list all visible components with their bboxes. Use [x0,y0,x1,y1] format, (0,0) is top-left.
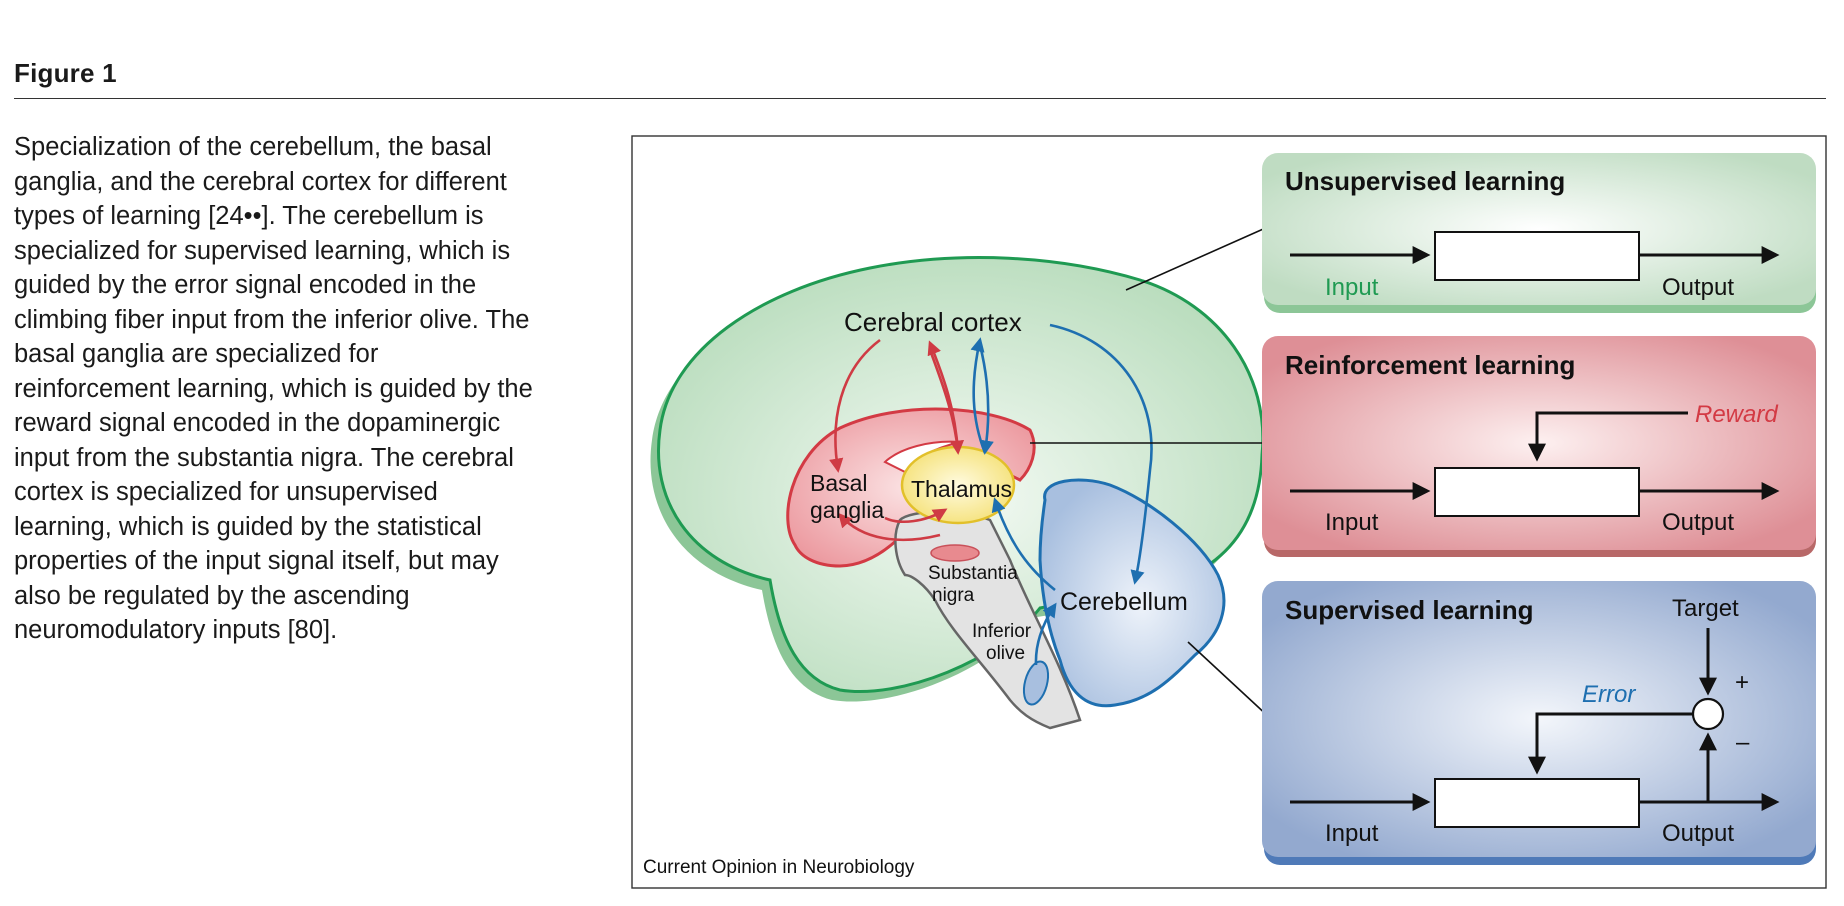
caption-line: types of learning [24••]. The cerebellum… [14,202,484,230]
supervised-learning-panel: Supervised learning Target + – Error Inp… [1262,581,1816,865]
unsupervised-panel-bg [1262,153,1816,305]
caption-line: also be regulated by the ascending [14,581,410,610]
supervised-panel-bg [1262,581,1816,857]
target-label: Target [1672,595,1739,622]
reward-label: Reward [1695,401,1778,428]
thalamus-label: Thalamus [911,476,1012,502]
supervised-system-box [1434,778,1640,828]
reinforcement-learning-panel: Reinforcement learning Reward Input Outp… [1262,336,1816,557]
caption-line: specialized for supervised learning, whi… [14,236,511,265]
cortex-to-thalamus-red-arrow [928,349,965,455]
caption-line: ganglia, and the cerebral cortex for dif… [14,167,507,196]
supervised-output-label: Output [1662,820,1734,847]
cortex-connector-line [1125,225,1271,291]
cerebellum-label: Cerebellum [1060,588,1188,616]
caption-line: reward signal encoded in the dopaminergi… [14,409,501,437]
caption-line: guided by the error signal encoded in th… [14,271,477,299]
basal-ganglia-to-thalamus-arrow [884,508,948,524]
reinforcement-title: Reinforcement learning [1285,350,1575,380]
reward-signal-arrow [1528,411,1688,462]
cerebellum-to-thalamus-arrow [991,497,1056,592]
comparator-node [1691,697,1725,731]
reinforcement-panel-bg [1262,336,1816,550]
cortex-to-cerebellum-arrow [1049,323,1153,585]
minus-sign: – [1736,729,1750,756]
basal-ganglia-label-line2: ganglia [810,497,884,523]
inferior-olive-label-line1: Inferior [972,621,1032,642]
caption-line: basal ganglia are specialized for [14,340,379,368]
supervised-input-label: Input [1325,820,1379,847]
supervised-title: Supervised learning [1285,595,1534,625]
substantia-nigra-label-line1: Substantia [928,563,1018,584]
reinforcement-output-label: Output [1662,509,1734,536]
reinforcement-system-box [1434,467,1640,517]
olive-to-cerebellum-arrow [1034,602,1057,666]
caption-line: cortex is specialized for unsupervised [14,478,438,506]
unsupervised-title: Unsupervised learning [1285,166,1565,196]
caption-line: input from the substantia nigra. The cer… [14,443,514,472]
caption-line: Specialization of the cerebellum, the ba… [14,133,492,161]
unsupervised-system-box [1434,231,1640,281]
figure-caption: Specialization of the cerebellum, the ba… [14,130,604,648]
nigra-to-basal-ganglia-arrow [838,512,941,542]
caption-line: neuromodulatory inputs [80]. [14,616,338,644]
error-signal-arrow [1528,712,1693,775]
caption-line: learning, which is guided by the statist… [14,512,482,541]
figure-title: Figure 1 [14,58,117,88]
substantia-nigra-label-line2: nigra [932,585,975,606]
cerebellum-shape [1038,478,1226,708]
cortex-to-basal-ganglia-arrow [829,338,881,473]
inferior-olive-shape [1022,660,1050,706]
cortex-to-thalamus-blue-arrow [978,344,994,455]
unsupervised-input-label: Input [1325,274,1379,301]
title-divider [14,98,1826,99]
inferior-olive-label-line2: olive [986,643,1025,664]
reinforcement-input-label: Input [1325,509,1379,536]
brain-diagram: Cerebral cortex Basal ganglia Thalamus S… [650,256,1265,730]
caption-line: properties of the input signal itself, b… [14,547,499,575]
unsupervised-output-label: Output [1662,274,1734,301]
source-credit: Current Opinion in Neurobiology [643,857,915,878]
cerebral-cortex-label: Cerebral cortex [844,307,1022,337]
plus-sign: + [1735,669,1749,696]
unsupervised-learning-panel: Unsupervised learning Input Output [1262,153,1816,313]
caption-line: climbing fiber input from the inferior o… [14,305,530,334]
basal-ganglia-label-line1: Basal [810,470,868,496]
substantia-nigra-shape [930,544,980,562]
error-label: Error [1582,681,1636,708]
caption-line: reinforcement learning, which is guided … [14,374,533,403]
cerebellum-connector-line [1187,641,1271,719]
